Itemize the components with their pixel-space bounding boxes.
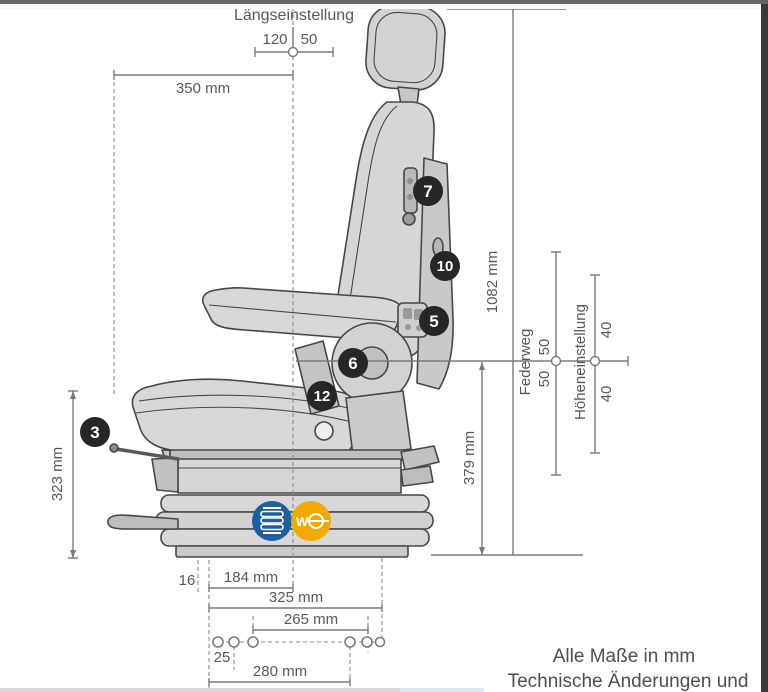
mounting-hole xyxy=(344,636,356,648)
dim-350-value: 350 mm xyxy=(176,80,230,97)
mounting-hole xyxy=(247,636,259,648)
dim-184-value: 184 mm xyxy=(224,569,278,586)
callout-6: 6 xyxy=(338,348,368,378)
note-line-1: Alle Maße in mm xyxy=(553,646,696,667)
callout-5: 5 xyxy=(419,306,449,336)
callout-12: 12 xyxy=(307,381,337,411)
hoehe-lower-value: 40 xyxy=(598,386,615,403)
laengs-label: Längseinstellung xyxy=(234,7,354,24)
window-strip-top xyxy=(0,4,768,9)
bottom-ui-strip-accent xyxy=(400,688,484,692)
callout-3: 3 xyxy=(80,417,110,447)
callout-6-label: 6 xyxy=(348,354,357,373)
headrest xyxy=(365,4,446,106)
callout-12-label: 12 xyxy=(314,388,331,405)
hoehe-label: Höheneinstellung xyxy=(572,304,589,420)
mounting-hole xyxy=(374,636,386,648)
dim-1082-value: 1082 mm xyxy=(484,251,501,314)
dim-bottom-cluster: 16 184 mm 325 mm 265 mm 25 280 mm xyxy=(179,558,386,688)
damper-icon: W xyxy=(291,501,331,541)
callouts: 3 5 6 7 10 12 xyxy=(80,176,460,447)
note-line-2: Technische Änderungen und xyxy=(508,671,749,692)
dim-379-value: 379 mm xyxy=(461,431,478,485)
laengs-pos-value: 50 xyxy=(301,31,318,48)
mounting-hole xyxy=(212,636,224,648)
seat-drawing xyxy=(107,4,454,558)
mounting-hole xyxy=(361,636,373,648)
scrollbar-track[interactable] xyxy=(761,4,768,692)
bottom-ui-strip xyxy=(0,688,400,692)
dim-laengseinstellung: Längseinstellung 120 50 xyxy=(234,7,354,58)
dim-325-value: 325 mm xyxy=(269,589,323,606)
dim-1082: 1082 mm xyxy=(431,8,583,556)
callout-7-label: 7 xyxy=(423,182,432,201)
dim-280-value: 280 mm xyxy=(253,663,307,680)
suspension-base xyxy=(151,445,440,494)
federweg-upper-value: 50 xyxy=(536,339,553,356)
air-suspension-icon xyxy=(252,501,292,541)
callout-5-label: 5 xyxy=(429,312,438,331)
feature-icons: W xyxy=(252,501,331,541)
dim-323: 323 mm xyxy=(49,390,78,559)
bellows xyxy=(155,494,434,558)
callout-10-label: 10 xyxy=(437,258,454,275)
callout-10: 10 xyxy=(430,251,460,281)
window-edge-top xyxy=(0,0,768,4)
dim-federweg: Federweg 50 50 xyxy=(517,251,562,476)
callout-7: 7 xyxy=(413,176,443,206)
footer-notes: Alle Maße in mm Technische Änderungen un… xyxy=(508,646,749,692)
dim-323-value: 323 mm xyxy=(49,447,66,501)
dim-350: 350 mm xyxy=(113,70,294,395)
laengs-neg-value: 120 xyxy=(262,31,287,48)
dim-hoeheneinstellung: Höheneinstellung 40 40 xyxy=(572,274,615,454)
dim-25-value: 25 xyxy=(214,649,231,666)
damper-icon-letter: W xyxy=(296,514,309,529)
backrest xyxy=(334,101,435,359)
hoehe-upper-value: 40 xyxy=(598,322,615,339)
federweg-lower-value: 50 xyxy=(536,371,553,388)
control-levers xyxy=(107,443,180,530)
mounting-hole xyxy=(228,636,240,648)
dim-379: 379 mm xyxy=(461,362,485,555)
federweg-label: Federweg xyxy=(517,329,534,396)
dim-16-value: 16 xyxy=(179,572,196,589)
callout-3-label: 3 xyxy=(90,423,99,442)
dim-265-value: 265 mm xyxy=(284,611,338,628)
